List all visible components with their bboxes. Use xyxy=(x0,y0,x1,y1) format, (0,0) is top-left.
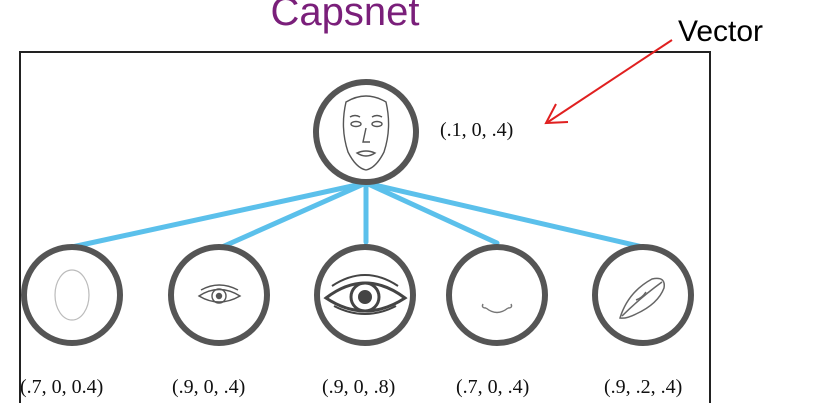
child-capsule-face-outline xyxy=(21,244,123,346)
child-vector-label: (.7, 0, .4) xyxy=(456,376,530,398)
diagram-frame xyxy=(19,51,711,403)
child-vector-label: (.9, 0, .4) xyxy=(172,376,246,398)
child-vector-label: (.9, 0, .8) xyxy=(322,376,396,398)
vector-annotation-arrow xyxy=(544,39,673,125)
root-vector-label: (.1, 0, .4) xyxy=(440,119,514,141)
mouth-icon xyxy=(619,277,665,319)
child-capsule-mouth xyxy=(592,244,694,346)
edge-to-small-eye xyxy=(219,180,369,250)
child-vector-label: (.7, 0, 0.4) xyxy=(20,376,104,398)
vector-annotation-label: Vector xyxy=(678,15,764,48)
small-eye-icon xyxy=(197,284,242,304)
child-capsule-large-eye xyxy=(314,244,416,346)
face-outline-icon xyxy=(54,269,90,321)
face-icon xyxy=(342,95,390,171)
edge-to-mouth xyxy=(363,180,646,250)
root-capsule xyxy=(313,79,419,185)
capsule-edges xyxy=(69,180,646,250)
edge-to-face-outline xyxy=(69,180,369,250)
child-capsule-nose xyxy=(446,244,548,346)
edge-to-nose xyxy=(363,180,500,246)
large-eye-icon xyxy=(323,274,408,315)
child-capsule-small-eye xyxy=(168,244,270,346)
diagram-title: Capsnet xyxy=(270,0,420,34)
nose-icon xyxy=(481,303,513,314)
child-vector-label: (.9, .2, .4) xyxy=(604,376,683,398)
